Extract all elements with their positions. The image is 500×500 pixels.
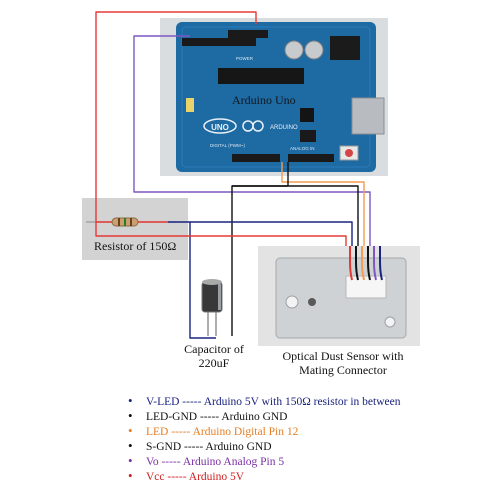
sensor-lens — [308, 298, 316, 306]
optical-dust-sensor — [258, 246, 420, 346]
resistor-band-2 — [124, 218, 126, 226]
analog-header-text: ANALOG IN — [290, 146, 315, 151]
legend-item: • LED ----- Arduino Digital Pin 12 — [128, 423, 400, 438]
wire-gnd-black-2 — [232, 185, 359, 246]
resistor-panel — [82, 198, 188, 260]
legend-text: V-LED ----- Arduino 5V with 150Ω resisto… — [146, 396, 401, 408]
capacitor-220uf — [201, 279, 223, 336]
connector-wire — [355, 246, 359, 281]
connector-wire — [379, 246, 383, 281]
sensor-hole-2 — [384, 316, 396, 328]
digital-header-left — [182, 38, 256, 46]
power-header-text: POWER — [236, 56, 254, 61]
icsp-header — [300, 130, 316, 142]
board-led — [186, 98, 194, 112]
wire-vcc-red — [95, 11, 257, 223]
analog-header — [288, 154, 334, 162]
board-brand-text: ARDUINO — [270, 125, 298, 131]
connector-wire — [349, 246, 353, 281]
sensor-connector — [345, 275, 387, 299]
legend-bullet: • — [128, 423, 133, 438]
usb-port — [351, 97, 385, 135]
legend-bullet: • — [128, 393, 133, 408]
legend-text: Vcc ----- Arduino 5V — [146, 471, 245, 483]
legend-item: • V-LED ----- Arduino 5V with 150Ω resist… — [128, 393, 400, 408]
sensor-hole-1 — [285, 295, 299, 309]
wire-vo-purple — [133, 35, 371, 246]
infinity-logo-right — [252, 120, 264, 132]
legend-item: • Vo ----- Arduino Analog Pin 5 — [128, 453, 400, 468]
wires — [95, 11, 371, 339]
reset-button-cap — [345, 149, 353, 157]
legend-text: S-GND ----- Arduino GND — [146, 441, 272, 453]
pin-connection-legend: • V-LED ----- Arduino 5V with 150Ω resist… — [128, 393, 400, 483]
capacitor-caption-line-2: 220uF — [198, 355, 230, 370]
atmega-chip — [218, 68, 304, 84]
connector-wire — [361, 246, 365, 281]
legend-bullet: • — [128, 453, 133, 468]
legend-bullet: • — [128, 468, 133, 483]
uno-logo-text: UNO — [211, 123, 229, 132]
capacitor-top-1 — [284, 40, 304, 60]
wire-vled-navy — [190, 221, 353, 246]
legend-item: • Vcc ----- Arduino 5V — [128, 468, 400, 483]
capacitor-top-2 — [304, 40, 324, 60]
wire-vcc-red-sensor — [95, 222, 347, 246]
power-jack — [330, 36, 360, 60]
small-chip — [300, 108, 314, 122]
legend-item: • S-GND ----- Arduino GND — [128, 438, 400, 453]
resistor-caption: Resistor of 150Ω — [94, 239, 177, 253]
arduino-uno-label: Arduino Uno — [232, 93, 296, 107]
capacitor-top — [202, 279, 222, 285]
legend-bullet: • — [128, 438, 133, 453]
arduino-uno-board: UNO ARDUINO DIGITAL (PWM~) POWER ANALOG … — [160, 18, 388, 176]
connector-wire — [367, 246, 371, 281]
wire-vled-navy-cap — [168, 221, 216, 339]
legend-text: LED ----- Arduino Digital Pin 12 — [146, 426, 299, 438]
capacitor-stripe — [218, 284, 221, 310]
legend-bullet: • — [128, 408, 133, 423]
legend-item: • LED-GND ----- Arduino GND — [128, 408, 400, 423]
resistor-photo-background — [82, 198, 188, 260]
capacitor-caption: Capacitor of 220uF — [172, 342, 256, 371]
board-edge — [181, 26, 371, 168]
sensor-caption-line-1: Optical Dust Sensor with — [282, 349, 404, 363]
resistor-band-3 — [130, 218, 132, 226]
wire-led-orange — [281, 162, 365, 246]
power-header — [232, 154, 280, 162]
digital-header-right — [228, 30, 268, 38]
digital-header-text: DIGITAL (PWM~) — [210, 143, 245, 148]
connector-wire — [373, 246, 377, 281]
board-pcb — [176, 22, 376, 172]
uno-logo-badge — [203, 118, 237, 134]
resistor-band-1 — [118, 218, 120, 226]
legend-text: LED-GND ----- Arduino GND — [146, 411, 288, 423]
capacitor-caption-line-1: Capacitor of — [184, 342, 244, 356]
connector-wire-bundle — [349, 246, 383, 281]
sensor-caption-line-2: Mating Connector — [299, 362, 387, 377]
legend-text: Vo ----- Arduino Analog Pin 5 — [146, 456, 285, 468]
sensor-caption: Optical Dust Sensor with Mating Connecto… — [268, 349, 418, 378]
